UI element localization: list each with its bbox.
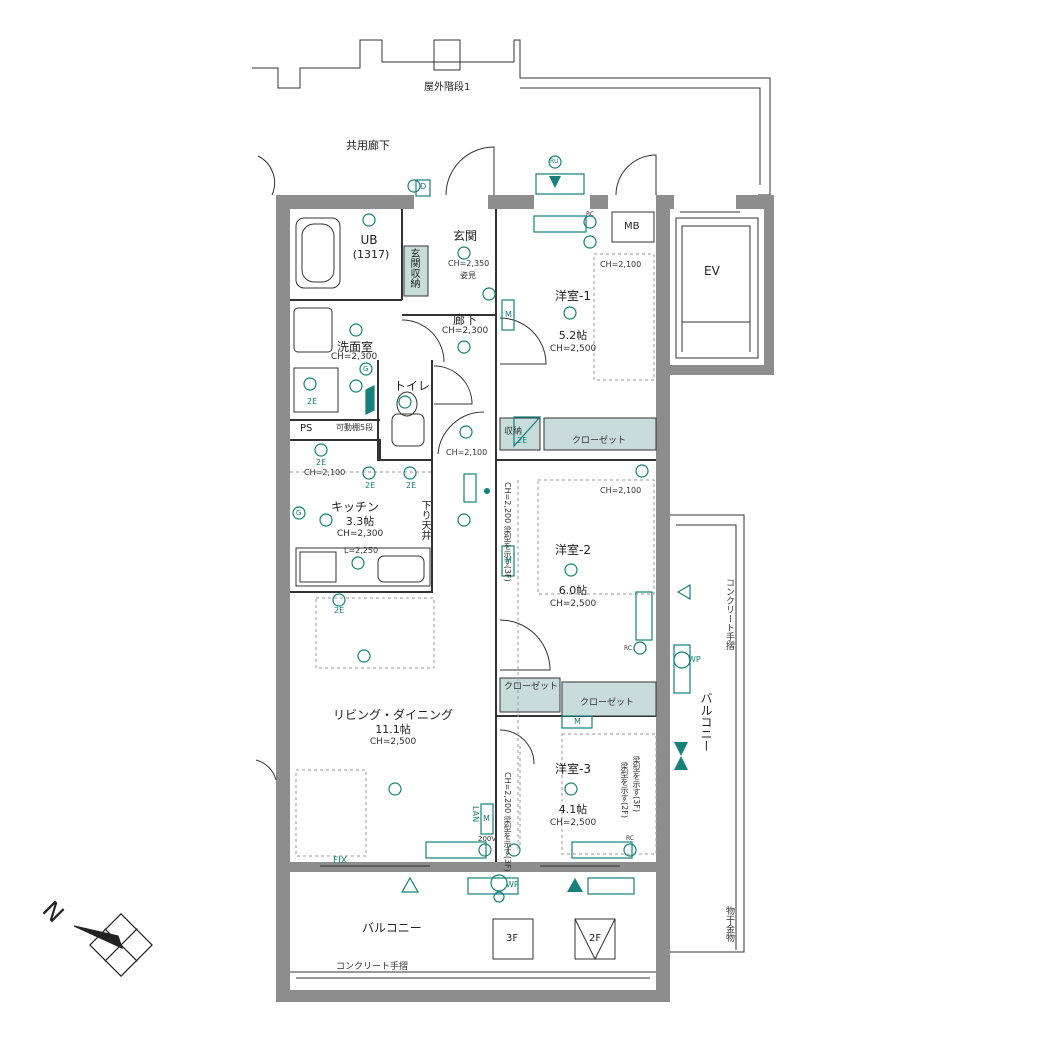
- hall-ch: CH=2,100: [446, 448, 488, 457]
- exterior-walls: [276, 195, 774, 1002]
- washroom-label: 洗面室: [336, 340, 374, 354]
- mirror-label: 姿見: [460, 271, 476, 280]
- corridor-label: 廊下: [452, 313, 478, 327]
- wp-label-bottom: WP: [506, 880, 519, 889]
- 2e-mark-wash: 2E: [307, 397, 318, 406]
- 2e-mark-living: 2E: [334, 606, 345, 615]
- storage-label: 収納: [504, 427, 523, 437]
- ub-size-label: (1317): [352, 248, 390, 261]
- living-size: 11.1帖: [375, 723, 411, 736]
- ev-label: EV: [704, 264, 720, 278]
- 2e-mark-storage: 2E: [517, 436, 528, 445]
- room1-ch: CH=2,500: [549, 344, 597, 354]
- wp-label-right: WP: [688, 655, 701, 664]
- closet-label-room2: クローゼット: [504, 682, 559, 692]
- room3-label: 洋室-3: [555, 762, 591, 776]
- ps-label: PS: [300, 423, 313, 434]
- living-ch: CH=2,500: [369, 737, 417, 747]
- counter-length: L=2,250: [344, 546, 379, 555]
- concrete-rail-label: コンクリート手摺: [336, 962, 409, 972]
- ru-mark: RU: [550, 158, 559, 165]
- floor-2f-label: 2F: [589, 933, 602, 944]
- outer-stairs-label: 屋外階段1: [424, 82, 471, 93]
- fix-label: FIX: [333, 856, 347, 866]
- balcony-side-label: バルコニー: [699, 692, 713, 752]
- room2-label: 洋室-2: [555, 543, 591, 557]
- room2-ceiling-ch: CH=2,100: [600, 486, 642, 495]
- kitchen-ch: CH=2,300: [336, 529, 384, 539]
- v200-label: 200V: [478, 835, 497, 843]
- room1-size: 5.2帖: [558, 329, 588, 342]
- floor-3f-label: 3F: [506, 933, 519, 944]
- rc-label-bottom: RC: [626, 835, 635, 842]
- equipment: [292, 155, 691, 903]
- balcony-label: バルコニー: [362, 921, 422, 935]
- toilet-label: トイレ: [393, 379, 431, 393]
- mb-label: MB: [624, 221, 640, 232]
- rc-label-right: RC: [624, 645, 633, 652]
- kitchen-ceiling-ch: CH=2,100: [304, 468, 346, 477]
- beam-note-room3: CH=2,200 梁型を示す(3F): [503, 772, 512, 872]
- g-mark-kitchen: G: [296, 509, 302, 517]
- room2-ch: CH=2,500: [549, 599, 597, 609]
- kitchen-size: 3.3帖: [345, 515, 375, 528]
- room1-ceiling-ch: CH=2,100: [600, 260, 642, 269]
- closet-label-room1: クローゼット: [572, 436, 627, 446]
- kitchen-label: キッチン: [330, 500, 380, 514]
- g-mark-wash: G: [363, 365, 369, 373]
- m-mark-room3: M: [483, 814, 490, 823]
- lowered-ceiling-label: 下り天井: [419, 500, 430, 540]
- 2e-mark-kitchen: 2E: [316, 458, 327, 467]
- rc-label-top: RC: [586, 211, 595, 218]
- shelf-label: 可動棚5段: [336, 423, 374, 432]
- common-corridor-label: 共用廊下: [346, 139, 390, 152]
- entrance-ch: CH=2,350: [448, 259, 490, 268]
- laundry-hardware-label: 物干金物: [724, 906, 734, 942]
- beam-note-room2: CH=2,200 梁型を示す(3F): [503, 482, 512, 582]
- room3-ch: CH=2,500: [549, 818, 597, 828]
- beam-note-right-b: 梁型を示す(2F): [620, 762, 629, 818]
- closet-label-room3: クローゼット: [580, 698, 635, 708]
- lan-label: LAN: [471, 806, 480, 823]
- entrance-storage-label: 玄関収納: [408, 248, 419, 288]
- room2-size: 6.0帖: [558, 584, 588, 597]
- m-mark-closet: M: [574, 717, 581, 726]
- ub-label: UB: [360, 233, 378, 247]
- closets: [403, 245, 657, 717]
- m-mark-room1: M: [505, 310, 512, 319]
- compass-icon: [73, 913, 153, 977]
- entrance-label: 玄関: [452, 229, 478, 243]
- room1-label: 洋室-1: [555, 289, 591, 303]
- washroom-ch: CH=2,300: [330, 352, 378, 362]
- corridor-ch: CH=2,300: [441, 326, 489, 336]
- concrete-rail-side-label: コンクリート手摺: [724, 578, 734, 650]
- room3-size: 4.1帖: [558, 803, 588, 816]
- d-mark: D: [420, 182, 427, 191]
- 2e-mark-k2: 2E: [365, 481, 376, 490]
- stair-post: [433, 39, 461, 71]
- beam-note-right-a: 梁型を示す(3F): [632, 756, 641, 812]
- m-mark-room2: M: [505, 556, 512, 565]
- living-label: リビング・ダイニング: [332, 708, 454, 722]
- 2e-mark-k3: 2E: [406, 481, 417, 490]
